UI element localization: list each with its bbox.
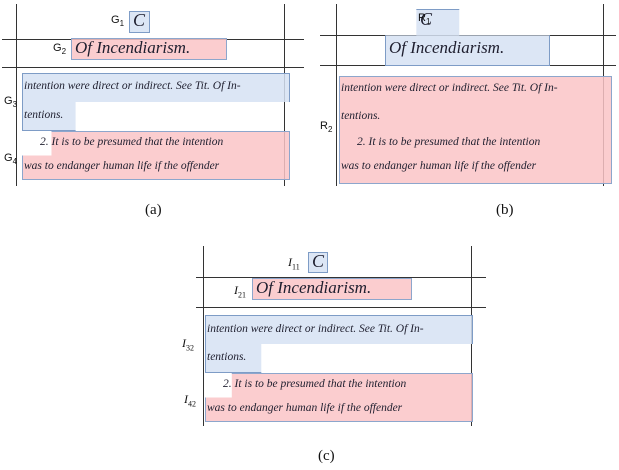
panel-caption: (b) xyxy=(496,202,514,219)
region-label: R2 xyxy=(320,120,332,134)
text-line: tentions. xyxy=(24,109,63,121)
text-line: tentions. xyxy=(341,110,380,122)
margin-line xyxy=(203,246,204,426)
region-label: I11 xyxy=(288,255,300,271)
region-label: R1 xyxy=(418,12,430,26)
panel-caption: (c) xyxy=(318,448,335,465)
text-line: intention were direct or indirect. See T… xyxy=(24,80,241,92)
text-line: was to endanger human life if the offend… xyxy=(207,402,402,414)
region-label: G4 xyxy=(4,152,17,166)
section-heading: Of Incendiarism. xyxy=(256,278,371,298)
section-heading: Of Incendiarism. xyxy=(75,38,190,58)
region-label: G3 xyxy=(4,95,17,109)
text-line: intention were direct or indirect. See T… xyxy=(207,323,424,335)
region-label: I32 xyxy=(182,336,194,352)
region-label: I42 xyxy=(184,392,196,408)
text-line: intention were direct or indirect. See T… xyxy=(341,82,558,94)
text-line: 2. It is to be presumed that the intenti… xyxy=(40,136,223,148)
panel-caption: (a) xyxy=(145,202,162,219)
text-line: tentions. xyxy=(207,351,246,363)
text-line: 2. It is to be presumed that the intenti… xyxy=(357,136,540,148)
panel-c: C Of Incendiarism. intention were direct… xyxy=(170,238,490,470)
text-line: was to endanger human life if the offend… xyxy=(24,160,219,172)
rule-line xyxy=(2,67,304,68)
panel-a: C Of Incendiarism. intention were direct… xyxy=(0,0,305,190)
region-label: I21 xyxy=(234,283,246,299)
panel-b: C Of Incendiarism. intention were direct… xyxy=(308,0,619,190)
region-label: G2 xyxy=(53,42,66,56)
rule-line xyxy=(196,307,486,308)
section-heading: Of Incendiarism. xyxy=(389,38,504,58)
margin-marker: C xyxy=(312,251,324,272)
text-line: was to endanger human life if the offend… xyxy=(341,160,536,172)
margin-line xyxy=(336,4,337,186)
margin-marker: C xyxy=(133,10,145,31)
region-label: G1 xyxy=(111,14,124,28)
text-line: 2. It is to be presumed that the intenti… xyxy=(223,378,406,390)
